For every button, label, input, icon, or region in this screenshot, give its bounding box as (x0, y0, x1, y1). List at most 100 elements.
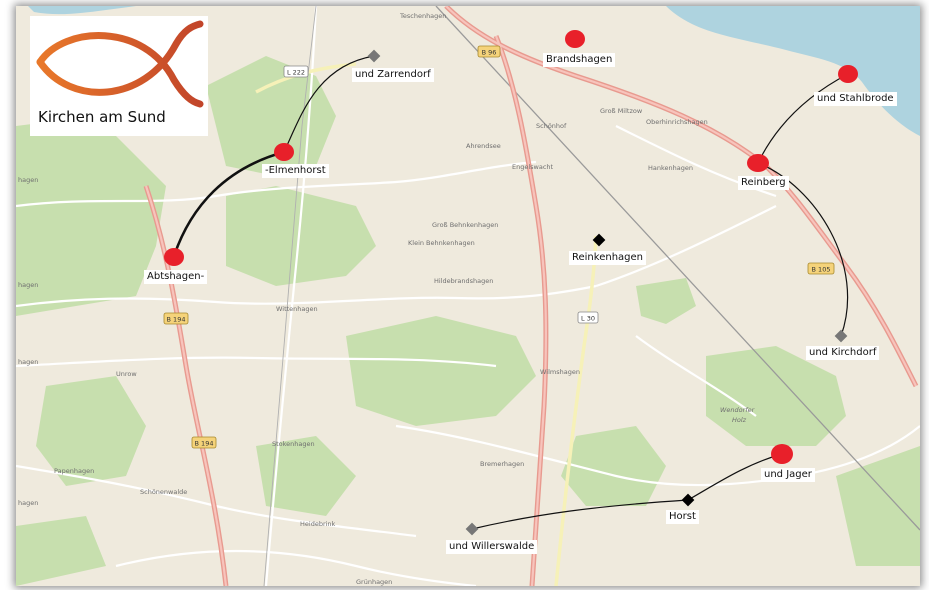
route-jager-horst (687, 453, 783, 501)
label-reinberg[interactable]: Reinberg (738, 176, 789, 190)
forest-south (256, 436, 356, 516)
label-und-kirchdorf[interactable]: und Kirchdorf (806, 346, 880, 360)
place-teschenhagen: Teschenhagen (399, 12, 446, 20)
road-shield-b194-north: B 194 (163, 312, 189, 325)
road-minor-2 (16, 284, 597, 308)
place-wendorfer: Wendorfer (720, 406, 756, 414)
shield-text: B 194 (195, 440, 214, 448)
forest-southeast (561, 426, 666, 506)
marker-und-stahlbrode[interactable] (838, 65, 858, 83)
place-hildebrandshagen: Hildebrandshagen (434, 277, 493, 285)
road-shield-b105: B 105 (807, 262, 835, 275)
road-l30 (554, 235, 598, 586)
shield-bg (477, 45, 501, 58)
powerline (263, 6, 317, 586)
shield-bg (577, 311, 599, 324)
label-reinkenhagen[interactable]: Reinkenhagen (569, 251, 646, 265)
parish-routes (172, 55, 849, 530)
place-klein-behnkenhagen: Klein Behnkenhagen (408, 239, 475, 247)
place-gross-behnkenhagen: Groß Behnkenhagen (432, 221, 498, 229)
road-shield-l30: L 30 (577, 311, 599, 324)
place-names: Teschenhagen Groß Miltzow Oberhinrichsha… (18, 12, 756, 586)
place-ahrendsee: Ahrendsee (466, 142, 501, 150)
route-abtshagen-elmenhorst (172, 150, 286, 258)
place-hagen-3: hagen (18, 358, 38, 366)
place-gross-miltzow: Groß Miltzow (600, 107, 643, 115)
place-oberhinrichshagen: Oberhinrichshagen (646, 118, 708, 126)
shield-text: B 96 (482, 49, 497, 57)
markers (164, 30, 858, 536)
place-holz: Holz (732, 416, 747, 424)
shield-text: B 194 (167, 316, 186, 324)
forest-central-west (226, 186, 376, 286)
shield-bg (283, 65, 309, 78)
road-shield-b194-south: B 194 (191, 436, 217, 449)
marker-brandshagen[interactable] (565, 30, 585, 48)
fish-upper-stroke (36, 32, 204, 108)
label-und-willerswalde[interactable]: und Willerswalde (446, 540, 538, 554)
place-papenhagen: Papenhagen (54, 467, 94, 475)
forest-central (346, 316, 536, 426)
shield-bg (191, 436, 217, 449)
place-schonhof: Schönhof (536, 122, 567, 130)
forest-east (836, 446, 920, 566)
place-engelswacht: Engelswacht (512, 163, 554, 171)
place-bremerhagen: Bremerhagen (480, 460, 524, 468)
water-pond-northwest (28, 6, 136, 15)
route-elmenhorst-zarrendorf (283, 55, 375, 153)
ichthys-fish-icon (36, 20, 204, 108)
forest-areas (16, 56, 920, 586)
place-stokenhagen: Stokenhagen (272, 440, 315, 448)
road-shield-b96: B 96 (477, 45, 501, 58)
forest-west (16, 116, 166, 316)
label-abtshagen[interactable]: Abtshagen- (144, 270, 208, 284)
route-horst-willerswalde (471, 499, 689, 530)
forest-wendorfer-holz (706, 346, 846, 446)
place-hagen-2: hagen (18, 281, 38, 289)
road-shield-l222: L 222 (283, 65, 309, 78)
label-elmenhorst[interactable]: -Elmenhorst (262, 164, 329, 178)
label-horst[interactable]: Horst (666, 510, 699, 524)
forest-elmenhorst (206, 56, 336, 176)
road-minor-3 (595, 205, 777, 288)
shield-text: B 105 (812, 266, 831, 274)
route-reinberg-kirchdorf (757, 162, 849, 337)
road-b194-inner (144, 185, 228, 586)
place-hankenhagen: Hankenhagen (648, 164, 693, 172)
forest-reinkenhagen (636, 278, 696, 324)
label-brandshagen[interactable]: Brandshagen (543, 53, 616, 67)
road-minor-10 (115, 549, 477, 586)
place-hagen-1: hagen (18, 176, 38, 184)
place-wittenhagen: Wittenhagen (276, 305, 318, 313)
forest-bottom-left (16, 516, 106, 586)
road-minor-9 (635, 335, 757, 417)
marker-und-jager[interactable] (771, 444, 793, 464)
place-hagen-4: hagen (18, 499, 38, 507)
fish-lower-stroke (36, 20, 204, 96)
map-frame: B 96 L 222 B 194 B 194 B 105 L 30 Tesche… (16, 6, 920, 586)
marker-abtshagen[interactable] (164, 248, 184, 266)
place-bottom-cut: Grünhagen (356, 578, 392, 586)
place-unrow: Unrow (116, 370, 137, 378)
road-b96-south-inner (494, 35, 548, 586)
marker-reinberg[interactable] (747, 154, 769, 172)
marker-elmenhorst[interactable] (274, 143, 294, 161)
label-und-stahlbrode[interactable]: und Stahlbrode (814, 92, 897, 106)
label-und-zarrendorf[interactable]: und Zarrendorf (352, 68, 434, 82)
road-minor-5 (16, 356, 497, 368)
shield-bg (163, 312, 189, 325)
logo-title: Kirchen am Sund (38, 108, 166, 126)
shield-text: L 222 (287, 69, 305, 77)
water-strelasund (666, 6, 920, 136)
marker-und-zarrendorf[interactable] (367, 49, 381, 63)
road-minor-4 (264, 6, 318, 586)
place-wilmshagen: Wilmshagen (540, 368, 580, 376)
label-und-jager[interactable]: und Jager (761, 468, 815, 482)
place-heidebrink: Heidebrink (300, 520, 336, 528)
logo-kirchen-am-sund: Kirchen am Sund (30, 16, 208, 136)
shield-text: L 30 (581, 315, 595, 323)
road-minor-1 (16, 160, 537, 208)
shield-bg (807, 262, 835, 275)
road-minor-6 (395, 424, 920, 487)
forest-southwest (36, 376, 146, 486)
